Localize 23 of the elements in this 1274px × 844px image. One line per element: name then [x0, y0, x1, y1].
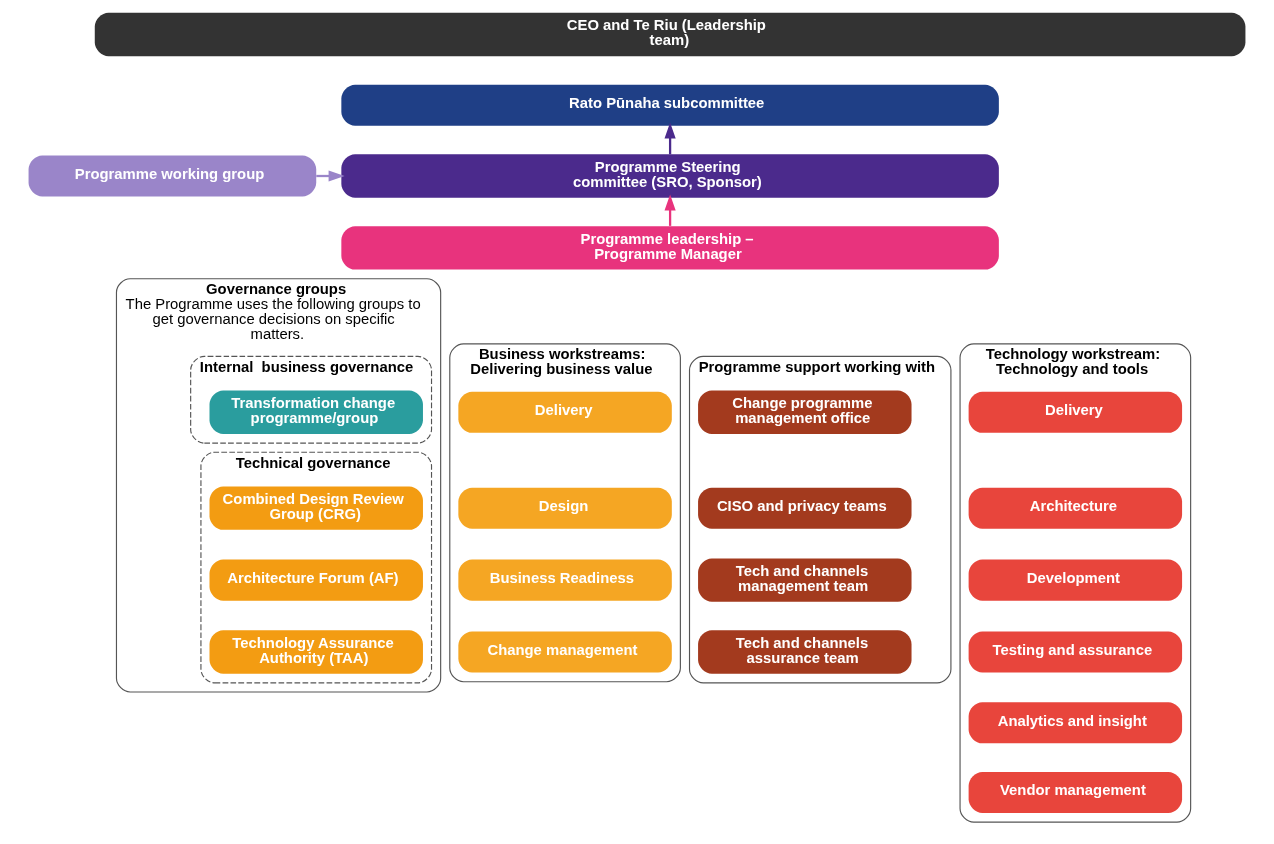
- node-box: Combined Design Review Group (CRG): [209, 486, 423, 530]
- node-box: CEO and Te Riu (Leadership team): [94, 12, 1246, 57]
- node-box: Change programme management office: [698, 390, 912, 434]
- node-box: CISO and privacy teams: [698, 487, 912, 529]
- node-box: Programme working group: [28, 155, 317, 197]
- node-box: Programme leadership – Programme Manager: [341, 226, 999, 270]
- node-box: Change management: [458, 631, 672, 673]
- node-box: Delivery: [968, 391, 1183, 433]
- node-box: Tech and channels management team: [698, 558, 912, 602]
- node-box: Business Readiness: [458, 559, 672, 601]
- node-box: Delivery: [458, 391, 672, 433]
- node-box: Design: [458, 487, 672, 529]
- node-box: Tech and channels assurance team: [698, 630, 912, 674]
- node-box: Architecture: [968, 487, 1183, 529]
- node-box: Rato Pūnaha subcommittee: [341, 84, 999, 126]
- node-box: Testing and assurance: [968, 631, 1183, 673]
- node-box: Vendor management: [968, 771, 1183, 813]
- node-box: Transformation change programme/group: [209, 390, 423, 434]
- node-box: Development: [968, 559, 1183, 601]
- node-box: Technology Assurance Authority (TAA): [209, 630, 423, 674]
- node-box: Analytics and insight: [968, 702, 1183, 744]
- node-box: Architecture Forum (AF): [209, 559, 423, 601]
- node-box: Programme Steering committee (SRO, Sponsor): [341, 154, 999, 198]
